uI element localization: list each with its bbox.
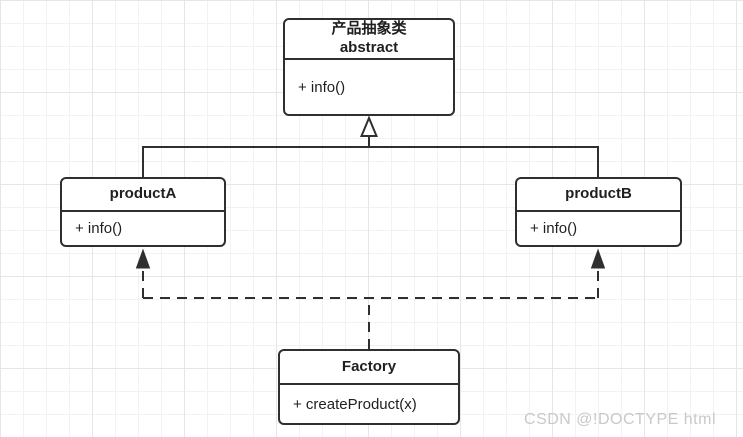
class-box-productB: productB + info() bbox=[515, 177, 682, 247]
class-members-productB: + info() bbox=[517, 212, 680, 245]
class-title-line1: productB bbox=[565, 185, 632, 203]
class-member: + createProduct(x) bbox=[293, 395, 417, 413]
class-members-abstract-product: + info() bbox=[285, 60, 453, 114]
class-title-line1: Factory bbox=[341, 357, 397, 375]
csdn-watermark: CSDN @!DOCTYPE html bbox=[524, 411, 716, 428]
class-title-line2: abstract bbox=[339, 39, 399, 56]
class-member: + info() bbox=[530, 220, 578, 237]
class-box-abstract-product: 产品抽象类 abstract + info() bbox=[283, 18, 455, 116]
solid-triangle-arrow-icon bbox=[590, 248, 606, 269]
class-box-factory: Factory + createProduct(x) bbox=[278, 349, 460, 425]
class-box-productA: productA + info() bbox=[60, 177, 226, 247]
class-title-factory: Factory bbox=[280, 351, 458, 385]
dependency-connector bbox=[135, 248, 606, 349]
class-member: + info() bbox=[298, 78, 346, 96]
class-title-productB: productB bbox=[517, 179, 680, 212]
class-title-line1: productA bbox=[109, 185, 177, 203]
inheritance-connector bbox=[142, 115, 599, 177]
class-title-line1: 产品抽象类 bbox=[331, 20, 407, 38]
solid-triangle-arrow-icon bbox=[135, 248, 151, 269]
class-title-productA: productA bbox=[62, 179, 224, 212]
class-members-factory: + createProduct(x) bbox=[280, 385, 458, 423]
hollow-triangle-arrow-icon bbox=[360, 115, 378, 137]
class-title-abstract-product: 产品抽象类 abstract bbox=[285, 20, 453, 60]
class-members-productA: + info() bbox=[62, 212, 224, 245]
class-member: + info() bbox=[75, 220, 123, 237]
